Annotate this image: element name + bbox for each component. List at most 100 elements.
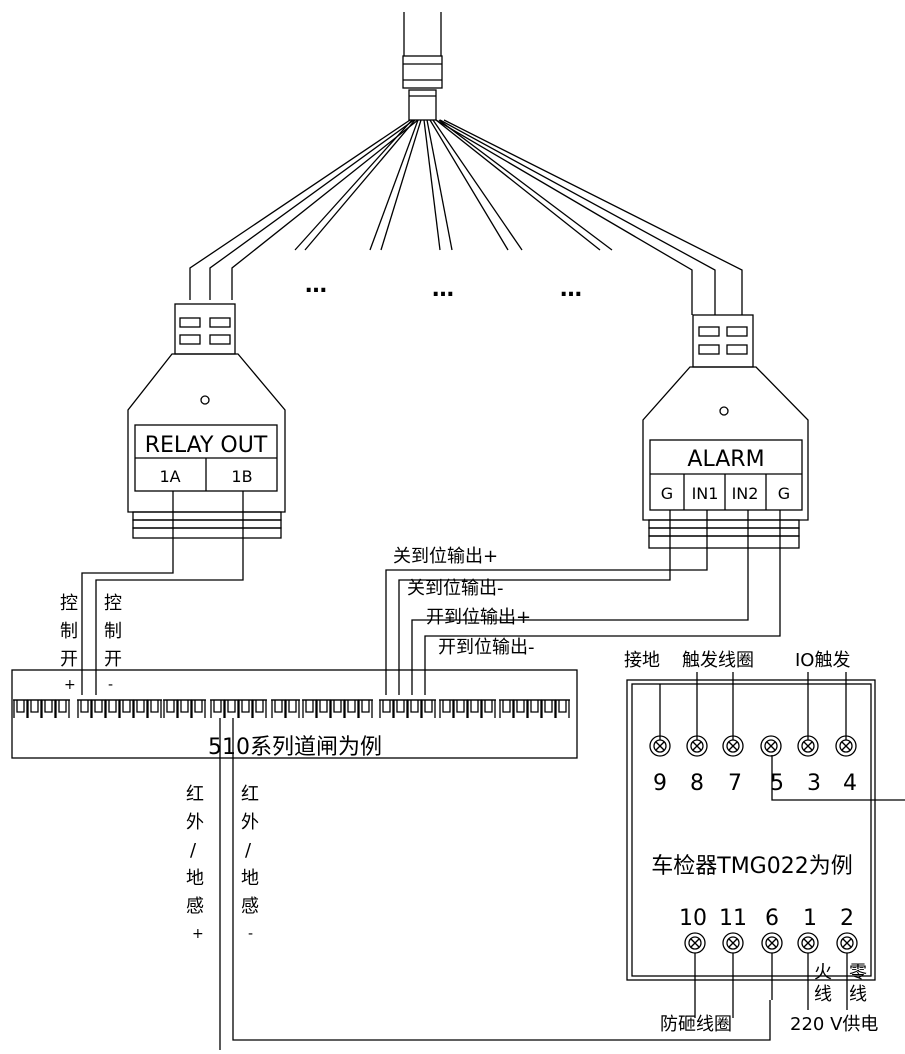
screw-terminal bbox=[722, 932, 744, 954]
screw-terminal bbox=[761, 932, 783, 954]
ellipsis-2: … bbox=[432, 277, 454, 302]
svg-text:地: 地 bbox=[186, 868, 204, 889]
barrier-terminal bbox=[499, 699, 514, 718]
alarm-pin-g2: G bbox=[778, 484, 790, 503]
label-close-minus: 关到位输出- bbox=[407, 578, 504, 599]
barrier-terminal bbox=[453, 699, 468, 718]
ctrl-label-right: 控 制 开 bbox=[104, 593, 122, 670]
svg-text:制: 制 bbox=[104, 621, 122, 642]
barrier-terminal bbox=[252, 699, 267, 718]
barrier-terminal bbox=[555, 699, 570, 718]
terminal-10: 10 bbox=[679, 906, 707, 931]
barrier-terminal bbox=[210, 699, 225, 718]
alarm-pin-in1: IN1 bbox=[692, 484, 719, 503]
alarm-pin-in2: IN2 bbox=[732, 484, 759, 503]
svg-text:-: - bbox=[248, 926, 253, 942]
relay-connector bbox=[127, 303, 286, 539]
relay-pin-1a: 1A bbox=[159, 467, 180, 486]
alarm-pin-g1: G bbox=[661, 484, 673, 503]
barrier-terminal bbox=[513, 699, 528, 718]
barrier-terminal bbox=[27, 699, 42, 718]
barrier-terminal bbox=[13, 699, 28, 718]
detector-ground-label: 接地 bbox=[624, 650, 660, 671]
barrier-terminal bbox=[358, 699, 373, 718]
terminal-8: 8 bbox=[690, 771, 704, 796]
detector-bottom-leads bbox=[694, 953, 848, 1018]
barrier-terminal bbox=[147, 699, 162, 718]
barrier-terminal bbox=[177, 699, 192, 718]
terminal-2: 2 bbox=[840, 906, 854, 931]
relay-wires bbox=[81, 491, 244, 695]
svg-text:开: 开 bbox=[60, 649, 78, 670]
barrier-terminal bbox=[238, 699, 253, 718]
ir-label-right: 红 外 / 地 感 - bbox=[241, 784, 259, 942]
barrier-terminal bbox=[163, 699, 178, 718]
svg-text:地: 地 bbox=[241, 868, 259, 889]
barrier-terminal bbox=[91, 699, 106, 718]
alarm-title: ALARM bbox=[687, 447, 764, 472]
svg-text:外: 外 bbox=[241, 812, 259, 833]
svg-text:零: 零 bbox=[849, 962, 867, 983]
svg-text:控: 控 bbox=[60, 593, 78, 614]
ctrl-label-left: 控 制 开 bbox=[60, 593, 78, 670]
terminal-4: 4 bbox=[843, 771, 857, 796]
svg-text:线: 线 bbox=[814, 984, 832, 1005]
label-open-plus: 开到位输出+ bbox=[426, 607, 531, 628]
svg-text:火: 火 bbox=[814, 962, 832, 983]
svg-text:开: 开 bbox=[104, 649, 122, 670]
terminal-1: 1 bbox=[803, 906, 817, 931]
barrier-terminal bbox=[119, 699, 134, 718]
barrier-terminal bbox=[407, 699, 422, 718]
terminal-5: 5 bbox=[770, 771, 784, 796]
svg-text:感: 感 bbox=[186, 896, 204, 917]
neutral-wire-label: 零 线 bbox=[849, 962, 867, 1005]
screw-terminal bbox=[797, 932, 819, 954]
screw-terminal bbox=[686, 735, 708, 757]
barrier-terminal bbox=[224, 699, 239, 718]
detector-top-leads bbox=[659, 672, 905, 801]
detector-loop-label: 触发线圈 bbox=[682, 650, 754, 671]
barrier-minus: - bbox=[108, 677, 113, 693]
svg-text:感: 感 bbox=[241, 896, 259, 917]
svg-text:制: 制 bbox=[60, 621, 78, 642]
fanout-wires bbox=[189, 119, 743, 315]
barrier-terminal bbox=[55, 699, 70, 718]
barrier-terminal bbox=[481, 699, 496, 718]
relay-title: RELAY OUT bbox=[145, 433, 268, 458]
alarm-connector bbox=[642, 314, 809, 549]
detector-title: 车检器TMG022为例 bbox=[651, 854, 852, 879]
svg-text:/: / bbox=[245, 840, 252, 861]
main-cable bbox=[402, 12, 443, 121]
screw-terminal bbox=[649, 735, 671, 757]
screw-terminal bbox=[760, 735, 782, 757]
barrier-terminal bbox=[541, 699, 556, 718]
label-close-plus: 关到位输出+ bbox=[393, 546, 498, 567]
svg-text:+: + bbox=[192, 926, 204, 942]
barrier-terminal bbox=[316, 699, 331, 718]
terminal-11: 11 bbox=[719, 906, 747, 931]
svg-text:线: 线 bbox=[849, 984, 867, 1005]
screw-terminal bbox=[797, 735, 819, 757]
barrier-terminal bbox=[330, 699, 345, 718]
svg-text:红: 红 bbox=[186, 784, 204, 805]
ir-label-left: 红 外 / 地 感 + bbox=[186, 784, 204, 942]
terminal-7: 7 bbox=[728, 771, 742, 796]
detector-io-label: IO触发 bbox=[795, 650, 850, 671]
ellipsis-1: … bbox=[305, 273, 327, 298]
svg-text:控: 控 bbox=[104, 593, 122, 614]
barrier-title: 510系列道闸为例 bbox=[208, 735, 382, 760]
barrier-terminal bbox=[133, 699, 148, 718]
ellipsis-3: … bbox=[560, 277, 582, 302]
terminal-6: 6 bbox=[765, 906, 779, 931]
terminal-9: 9 bbox=[653, 771, 667, 796]
power-label: 220 V供电 bbox=[790, 1014, 878, 1035]
detector-top-terminals bbox=[649, 735, 857, 757]
detector-bottom-terminals bbox=[684, 932, 858, 954]
svg-text:外: 外 bbox=[186, 812, 204, 833]
anti-smash-label: 防砸线圈 bbox=[660, 1014, 732, 1035]
svg-text:/: / bbox=[190, 840, 197, 861]
barrier-terminal bbox=[105, 699, 120, 718]
terminal-3: 3 bbox=[807, 771, 821, 796]
label-open-minus: 开到位输出- bbox=[438, 637, 535, 658]
live-wire-label: 火 线 bbox=[814, 962, 832, 1005]
